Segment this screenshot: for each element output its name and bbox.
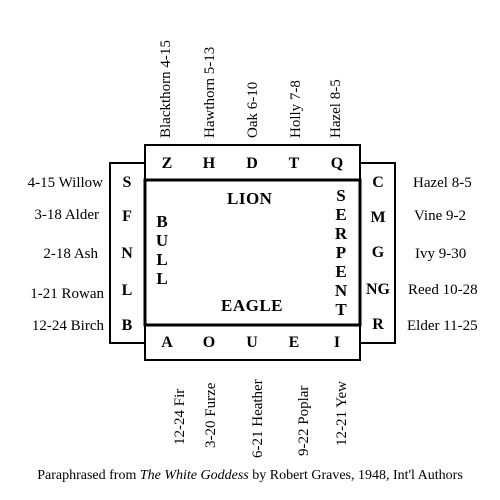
caption-book-title: The White Goddess bbox=[139, 468, 249, 483]
bottom-label: 12-21 Yew bbox=[334, 380, 350, 446]
left-letter: F bbox=[122, 208, 132, 225]
bottom-letter: E bbox=[288, 334, 300, 351]
right-label: Elder 11-25 bbox=[407, 318, 478, 334]
left-label: 3-18 Alder bbox=[34, 207, 99, 223]
left-label: 2-18 Ash bbox=[43, 246, 98, 262]
top-letter: T bbox=[288, 155, 300, 172]
left-letter: S bbox=[122, 174, 132, 191]
right-label: Vine 9-2 bbox=[414, 208, 467, 224]
right-letter: G bbox=[371, 244, 385, 261]
beast-bull: BULL bbox=[155, 212, 169, 288]
right-letter: NG bbox=[366, 281, 390, 298]
left-letter: B bbox=[121, 317, 133, 334]
bottom-label: 3-20 Furze bbox=[203, 382, 219, 448]
bottom-label: 9-22 Poplar bbox=[296, 385, 312, 456]
right-label: Ivy 9-30 bbox=[415, 246, 467, 262]
left-label: 12-24 Birch bbox=[31, 318, 104, 334]
beast-serpent: SERPENT bbox=[334, 186, 348, 319]
top-letter: H bbox=[202, 155, 216, 172]
bottom-letter: O bbox=[202, 334, 216, 351]
left-label: 4-15 Willow bbox=[27, 175, 103, 191]
bottom-label: 12-24 Fir bbox=[172, 388, 188, 445]
left-label: 1-21 Rowan bbox=[30, 286, 104, 302]
top-letter: D bbox=[246, 155, 258, 172]
bottom-letter: U bbox=[246, 334, 258, 351]
bottom-label: 6-21 Heather bbox=[250, 379, 266, 458]
right-label: Hazel 8-5 bbox=[413, 175, 472, 191]
beast-lion: LION bbox=[227, 189, 273, 208]
top-label: Oak 6-10 bbox=[245, 81, 261, 138]
right-letter: R bbox=[372, 316, 384, 333]
right-letter: M bbox=[370, 209, 386, 226]
bottom-letter: I bbox=[333, 334, 341, 351]
beast-eagle: EAGLE bbox=[221, 296, 284, 315]
source-caption: Paraphrased from The White Goddess by Ro… bbox=[0, 468, 500, 484]
top-label: Hawthorn 5-13 bbox=[202, 46, 218, 138]
top-label: Hazel 8-5 bbox=[328, 79, 344, 138]
bottom-letter: A bbox=[161, 334, 173, 351]
top-label: Blackthorn 4-15 bbox=[158, 40, 174, 138]
top-letter: Z bbox=[161, 155, 173, 172]
top-letter: Q bbox=[330, 155, 344, 172]
right-label: Reed 10-28 bbox=[408, 282, 478, 298]
left-letter: L bbox=[121, 282, 133, 299]
caption-prefix: Paraphrased from bbox=[37, 468, 140, 483]
inner-square bbox=[143, 178, 362, 327]
top-label: Holly 7-8 bbox=[288, 80, 304, 138]
left-letter: N bbox=[121, 245, 133, 262]
caption-suffix: by Robert Graves, 1948, Int'l Authors bbox=[248, 468, 463, 483]
right-letter: C bbox=[372, 174, 384, 191]
